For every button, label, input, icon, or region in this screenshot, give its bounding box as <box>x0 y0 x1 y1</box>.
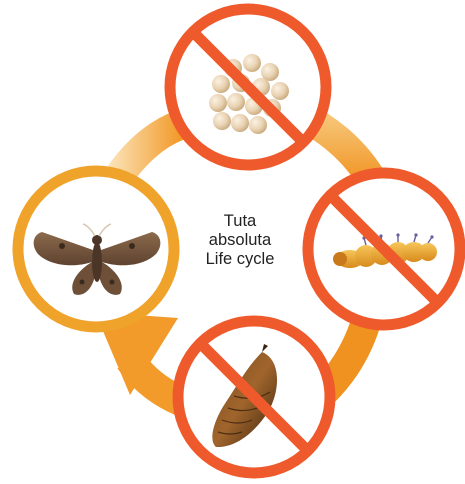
diagram-title: Tuta absoluta Life cycle <box>190 212 290 269</box>
title-line-2: absoluta <box>190 231 290 250</box>
title-line-3: Life cycle <box>190 250 290 269</box>
stage-adult-moth <box>18 171 174 327</box>
stage-eggs <box>170 9 326 165</box>
stage-pupa <box>178 321 330 473</box>
title-line-1: Tuta <box>190 212 290 231</box>
stage-larva <box>308 173 460 325</box>
